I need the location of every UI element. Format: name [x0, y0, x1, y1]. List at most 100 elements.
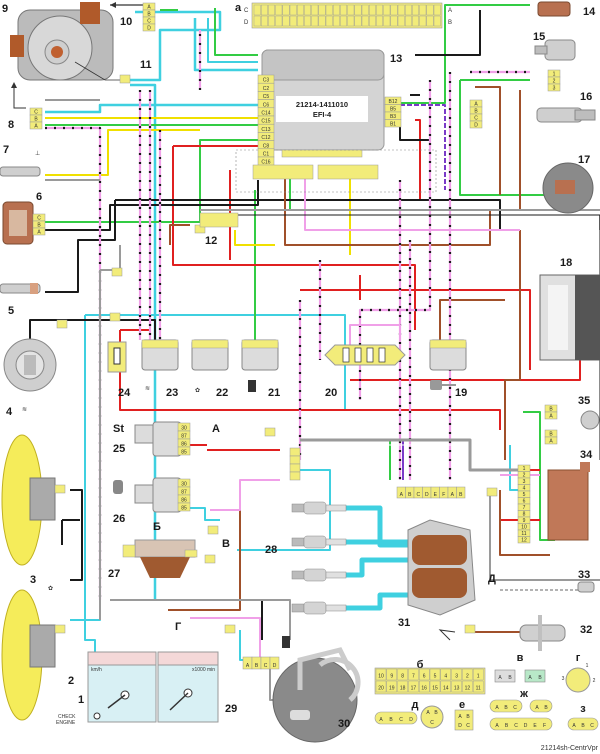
wire-cyan [190, 507, 220, 521]
legend-pin: 13 [454, 686, 460, 692]
legend-pin: 1 [477, 674, 480, 680]
connector-pin-label: D [474, 123, 478, 129]
speedometer-2: km/h CHECK ENGINE [56, 651, 157, 726]
wire-black [61, 519, 80, 545]
relay-21 [241, 339, 279, 392]
callout-a: A [212, 423, 220, 435]
wire-brown [284, 90, 521, 246]
plug-tip [291, 603, 305, 613]
connector-pin-label: 2 [553, 79, 556, 85]
spark-plug [291, 601, 347, 615]
connector-pin-label: 85 [181, 506, 187, 512]
fuel-pump-icon [248, 380, 256, 392]
ecu-bottom-connector [281, 149, 363, 158]
plug-insulator [325, 571, 347, 579]
oxygen-sensor-16 [536, 107, 596, 123]
connector-pin-label: C [147, 19, 151, 25]
tacho-unit: x1000 min [192, 667, 215, 673]
legend-pin: 16 [421, 686, 427, 692]
connector-cell [325, 4, 333, 16]
connector-pin-label: C5 [263, 94, 270, 100]
legend-pin: 10 [378, 674, 384, 680]
idle-valve [80, 2, 100, 24]
legend-pin: 1 [586, 663, 589, 669]
connector-cell [433, 4, 441, 16]
component-number-35: 35 [578, 395, 590, 407]
connector-cell [397, 15, 405, 27]
wire-green [160, 8, 258, 56]
ecu-top-cap [261, 49, 385, 81]
component-number-12: 12 [205, 235, 217, 247]
component-number-19: 19 [455, 387, 467, 399]
connector-cell [311, 4, 319, 16]
legend-connector-v-gray [494, 669, 516, 683]
connector-cell [142, 23, 156, 32]
connector-pin-label: 30 [181, 482, 187, 488]
wire-pink-dotted [148, 90, 162, 350]
connector-cell [383, 15, 391, 27]
connector-cell [289, 15, 297, 27]
connector-pin-label: 3 [523, 479, 526, 485]
plug-tip [291, 503, 305, 513]
connector-pin-label: A [549, 414, 553, 420]
legend-title: б [417, 659, 424, 671]
throttle-center [51, 46, 63, 58]
wire-harness [29, 4, 600, 701]
connector-pin-label: D [425, 492, 429, 498]
connector-cell [397, 4, 405, 16]
connector-cell [282, 15, 290, 27]
wire-brown [169, 224, 190, 245]
wire-black [399, 94, 430, 141]
legend-pin: B [434, 710, 438, 716]
component-number-6: 6 [36, 191, 42, 203]
component-number-26: 26 [113, 513, 125, 525]
wire-cyan [84, 315, 96, 660]
top-connector-tag: a [235, 2, 242, 14]
connector-cell [347, 4, 355, 16]
connector-cell [419, 668, 430, 681]
component-number-28: 28 [265, 544, 277, 556]
connector-pin-label: 30 [181, 426, 187, 432]
connector-pin-label: B [474, 109, 478, 115]
connector-cell [289, 4, 297, 16]
legend-pin: 14 [443, 686, 449, 692]
cooling-fan-1 [1, 434, 56, 566]
wire-red [300, 275, 531, 370]
inline-connector [109, 312, 121, 322]
wire-green [459, 79, 560, 196]
callout-g: Г [175, 621, 182, 633]
inline-connector [264, 427, 276, 437]
connector-cell [384, 119, 402, 128]
connector-cell [340, 4, 347, 16]
wire-brown [504, 230, 521, 460]
component-number-1: 1 [78, 694, 84, 706]
connector-cell [325, 15, 333, 27]
component-number-20: 20 [325, 387, 337, 399]
component-number-5: 5 [8, 305, 14, 317]
connector-pin-label: A [451, 492, 455, 498]
connector-pin-label: C3 [263, 78, 270, 84]
wire-brown [499, 490, 550, 556]
fuse [378, 347, 386, 363]
fan-icon: ✿ [195, 387, 200, 394]
arrow-icon [110, 2, 116, 8]
key-icon [430, 380, 442, 390]
spark-lead-4 [345, 592, 408, 611]
connector-cell [419, 15, 427, 27]
ecu-label-line2: EFI-4 [313, 110, 332, 119]
inline-connector [289, 447, 301, 457]
connector-pin-label: 7 [523, 505, 526, 511]
connector-cell [544, 436, 558, 445]
connector-pin-label: 3 [553, 86, 556, 92]
connector-pin-label: D [273, 663, 277, 669]
wire-gray [110, 599, 291, 640]
component-number-18: 18 [560, 257, 572, 269]
wire-black [29, 319, 156, 355]
component-number-14: 14 [583, 6, 596, 18]
heater-icon: ≋ [145, 386, 150, 392]
fuse [354, 347, 362, 363]
connector-cell [29, 121, 43, 130]
